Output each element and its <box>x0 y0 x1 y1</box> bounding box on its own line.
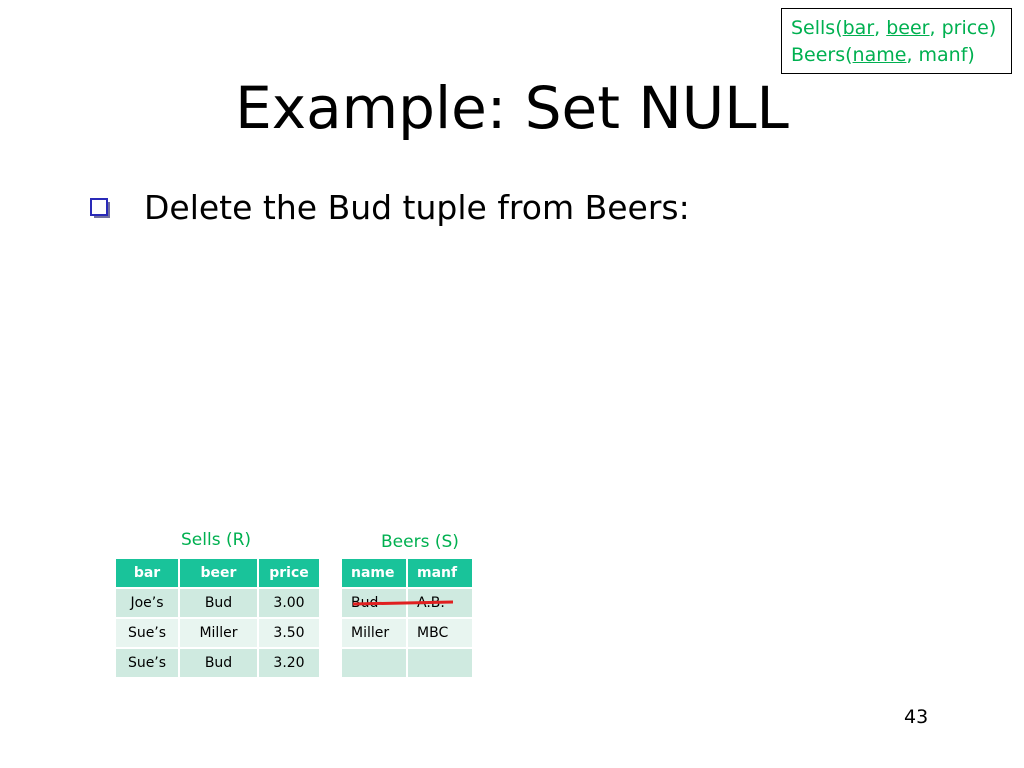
table-cell: MBC <box>408 619 472 647</box>
table-cell: 3.50 <box>259 619 319 647</box>
table-cell: 3.00 <box>259 589 319 617</box>
beers-table: name manf Bud A.B. Miller MBC <box>340 557 474 679</box>
sells-caption: Sells (R) <box>181 530 252 550</box>
sells-table: bar beer price Joe’s Bud 3.00 Sue’s Mill… <box>114 557 321 679</box>
bullet-text: Delete the Bud tuple from Beers: <box>144 188 690 227</box>
table-cell: Bud <box>180 589 257 617</box>
table-cell: Bud <box>180 649 257 677</box>
sells-schema-sep: , <box>874 17 887 39</box>
table-cell: Sue’s <box>116 619 178 647</box>
strikethrough-line <box>353 600 453 606</box>
table-cell <box>342 649 406 677</box>
beers-caption: Beers (S) <box>381 532 459 552</box>
beers-header-manf: manf <box>408 559 472 587</box>
beers-key-name: name <box>852 44 907 66</box>
table-row: Miller MBC <box>342 619 472 647</box>
table-cell: Joe’s <box>116 589 178 617</box>
sells-header-bar: bar <box>116 559 178 587</box>
beers-header-name: name <box>342 559 406 587</box>
table-row: Sue’s Bud 3.20 <box>116 649 319 677</box>
table-cell: Miller <box>342 619 406 647</box>
schema-box: Sells(bar, beer, price) Beers(name, manf… <box>781 8 1012 74</box>
table-cell <box>408 649 472 677</box>
sells-header-price: price <box>259 559 319 587</box>
table-row <box>342 649 472 677</box>
beers-schema: Beers(name, manf) <box>791 42 1011 69</box>
sells-schema: Sells(bar, beer, price) <box>791 15 1011 42</box>
page-number: 43 <box>904 706 929 728</box>
beers-schema-prefix: Beers( <box>791 44 853 66</box>
bullet-item: Delete the Bud tuple from Beers: <box>90 186 690 230</box>
table-row: Sue’s Miller 3.50 <box>116 619 319 647</box>
sells-header-beer: beer <box>180 559 257 587</box>
beers-schema-rest: , manf) <box>906 44 975 66</box>
table-row: Joe’s Bud 3.00 <box>116 589 319 617</box>
sells-schema-prefix: Sells( <box>791 17 843 39</box>
table-cell: Sue’s <box>116 649 178 677</box>
table-cell: 3.20 <box>259 649 319 677</box>
checkbox-bullet-icon <box>90 198 110 218</box>
sells-schema-rest: , price) <box>929 17 997 39</box>
sells-key-bar: bar <box>842 17 875 39</box>
table-cell: Miller <box>180 619 257 647</box>
sells-key-beer: beer <box>886 17 930 39</box>
slide-title: Example: Set NULL <box>235 74 789 142</box>
